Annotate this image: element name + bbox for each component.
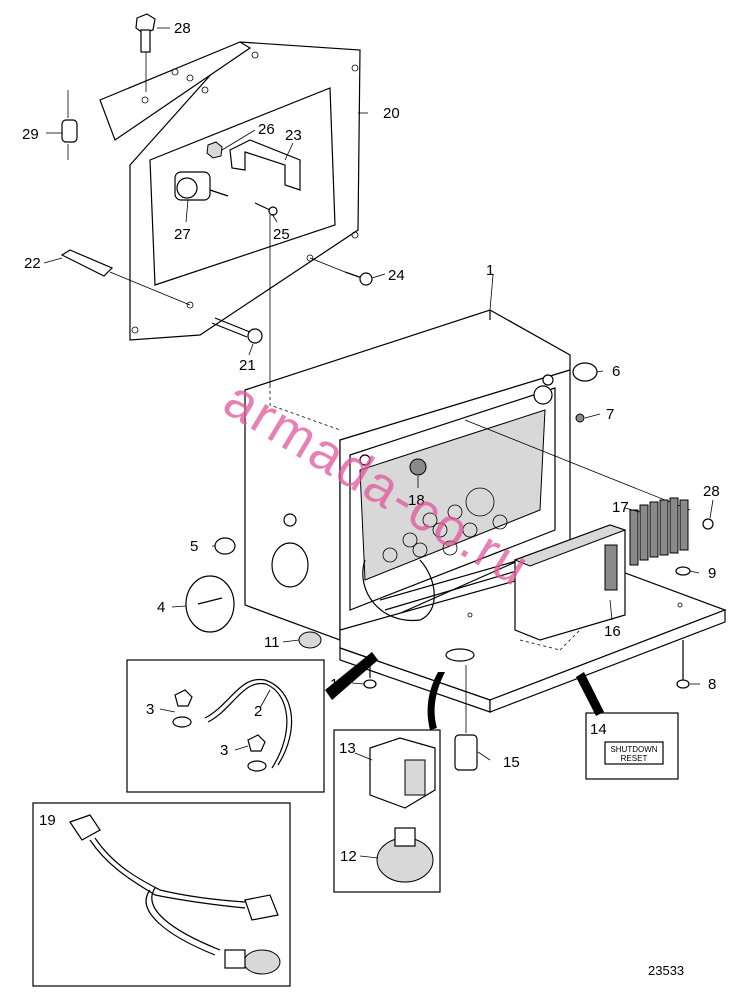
detail-switch (333, 729, 441, 893)
grommet-18 (409, 458, 427, 476)
relay-bracket (229, 139, 301, 191)
callout-20: 20 (383, 105, 400, 122)
screw-28-top (135, 13, 156, 92)
callout-4: 4 (157, 599, 165, 616)
spacer-29 (61, 90, 78, 160)
screw-21 (211, 317, 263, 344)
callout-24: 24 (388, 267, 405, 284)
callout-7: 7 (606, 406, 614, 423)
callout-8: 8 (708, 676, 716, 693)
callout-26: 26 (258, 121, 275, 138)
callout-9: 9 (708, 565, 716, 582)
screw-8 (676, 640, 690, 689)
callout-19: 19 (39, 812, 56, 829)
nut-26 (206, 141, 223, 159)
plug-5 (214, 537, 236, 555)
callout-3: 3 (220, 742, 228, 759)
arrow-sign (576, 672, 604, 716)
callout-15: 15 (503, 754, 520, 771)
callout-10: 10 (330, 676, 347, 693)
callout-3: 3 (146, 701, 154, 718)
callout-16: 16 (604, 623, 621, 640)
plug-4 (185, 575, 235, 633)
terminal-block (629, 497, 714, 566)
figure-number: 23533 (648, 963, 684, 978)
callout-29: 29 (22, 126, 39, 143)
sign-line-2: RESET (621, 754, 648, 763)
callout-12: 12 (340, 848, 357, 865)
callout-22: 22 (24, 255, 41, 272)
screw-25 (254, 202, 278, 216)
arrow-switch (427, 672, 445, 730)
screw-24 (309, 257, 373, 286)
callout-11: 11 (264, 634, 280, 651)
arrow-strap (325, 652, 378, 700)
washer-9 (675, 566, 691, 576)
timer-relay (174, 171, 229, 201)
callout-13: 13 (339, 740, 356, 757)
callout-18: 18 (408, 492, 425, 509)
sign-line-1: SHUTDOWN (610, 745, 657, 754)
callout-6: 6 (612, 363, 620, 380)
callout-14: 14 (590, 721, 607, 738)
callout-25: 25 (273, 226, 290, 243)
cable-gland-15 (454, 665, 478, 771)
control-module (513, 524, 627, 651)
leader-lines (43, 27, 714, 859)
screw-7 (575, 413, 585, 423)
cover-plate (99, 41, 361, 341)
callout-5: 5 (190, 538, 198, 555)
callout-labels: 1 2 3 3 4 5 6 7 8 9 10 11 12 13 14 15 16… (22, 20, 720, 865)
plug-6 (572, 362, 598, 382)
spacer-22 (60, 249, 191, 306)
callout-28: 28 (174, 20, 191, 37)
callout-1: 1 (486, 262, 494, 279)
callout-21: 21 (239, 357, 256, 374)
callout-27: 27 (174, 226, 191, 243)
grommet-11 (298, 631, 322, 649)
callout-2: 2 (254, 703, 262, 720)
callout-28: 28 (703, 483, 720, 500)
main-enclosure (244, 215, 691, 641)
detail-wiring-harness (32, 802, 291, 987)
detail-ground-strap (126, 659, 325, 793)
callout-23: 23 (285, 127, 302, 144)
callout-17: 17 (612, 499, 629, 516)
